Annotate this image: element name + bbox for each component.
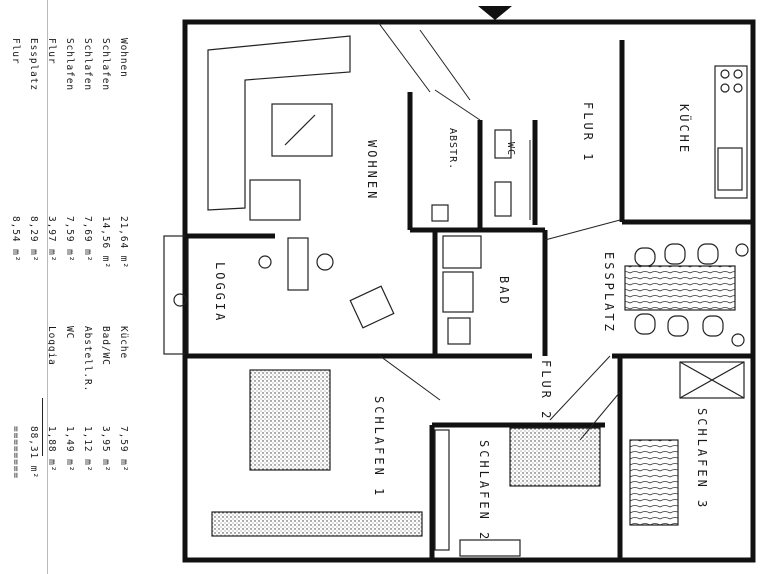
sofa xyxy=(207,35,351,211)
legend-name: Loggia xyxy=(46,326,57,366)
desk xyxy=(287,237,309,291)
coffee-table xyxy=(271,103,333,157)
room-label-schlafen3: SCHLAFEN 3 xyxy=(695,408,709,510)
room-label-wohnen: WOHNEN xyxy=(365,140,379,201)
wardrobe xyxy=(679,361,745,399)
stove-burner-icon xyxy=(733,83,743,93)
legend-area: 3,97 m² xyxy=(46,216,57,263)
dining-table xyxy=(624,265,736,311)
total-rule xyxy=(42,398,43,456)
plant-icon xyxy=(173,293,187,307)
legend-area: 21,64 m² xyxy=(118,216,129,269)
door xyxy=(377,21,431,93)
legend-area: 14,56 m² xyxy=(100,216,111,269)
plant-icon xyxy=(258,255,272,269)
room-label-schlafen1: SCHLAFEN 1 xyxy=(372,396,386,498)
loggia-rail xyxy=(163,235,189,355)
room-label-kueche: KÜCHE xyxy=(677,104,693,155)
entrance-arrow-icon xyxy=(478,6,512,20)
legend-area: 7,59 m² xyxy=(64,216,75,263)
kitchen-counter xyxy=(714,65,748,199)
wc-toilet xyxy=(494,181,512,217)
bed xyxy=(629,439,679,526)
floor-plan: WOHNEN LOGGIA ABSTR. WC FLUR 1 KÜCHE BAD… xyxy=(163,6,756,563)
room-label-bad: BAD xyxy=(497,276,511,307)
legend-area: 1,49 m² xyxy=(64,426,75,473)
door xyxy=(434,89,481,121)
room-label-flur2: FLUR 2 xyxy=(539,360,553,421)
room-label-loggia: LOGGIA xyxy=(213,262,227,323)
armchair xyxy=(349,285,395,329)
legend-row-6: Flur 8,54 m² ======== xyxy=(8,38,22,568)
sink xyxy=(717,147,743,191)
legend-name: Schlafen xyxy=(100,38,111,91)
stool xyxy=(316,253,334,271)
door xyxy=(419,29,471,101)
legend-name: Schlafen xyxy=(64,38,75,91)
legend-total-underline: ======== xyxy=(10,426,21,479)
double-bed xyxy=(249,369,331,471)
wardrobe xyxy=(434,429,450,551)
legend-area: 8,29 m² xyxy=(28,216,39,263)
legend-name: Flur xyxy=(46,38,57,65)
legend-area: 1,88 m² xyxy=(46,426,57,473)
legend-area: 7,59 m² xyxy=(118,426,129,473)
legend-name: Bad/WC xyxy=(100,326,111,366)
door xyxy=(549,355,611,421)
washbasin xyxy=(442,271,474,313)
room-label-essplatz: ESSPLATZ xyxy=(602,252,616,334)
legend-divider xyxy=(47,0,48,574)
door xyxy=(544,219,621,241)
chair xyxy=(634,247,656,267)
room-label-abstr: ABSTR. xyxy=(447,128,458,170)
legend-row-2: Schlafen 7,69 m² Abstell.R. 1,12 m² xyxy=(80,38,94,568)
chair xyxy=(667,315,689,337)
legend-row-5: Essplatz 8,29 m² 88,31 m² xyxy=(26,38,40,568)
glass-icon xyxy=(284,114,316,146)
legend-area: 3,95 m² xyxy=(100,426,111,473)
stove-burner-icon xyxy=(720,83,730,93)
door xyxy=(379,355,441,401)
toilet xyxy=(447,317,471,345)
chair xyxy=(634,313,656,335)
cabinet xyxy=(431,204,449,222)
legend-area: 7,69 m² xyxy=(82,216,93,263)
legend-row-0: Wohnen 21,64 m² Küche 7,59 m² xyxy=(116,38,130,568)
window xyxy=(459,539,521,557)
legend-row-3: Schlafen 7,59 m² WC 1,49 m² xyxy=(62,38,76,568)
outer-wall xyxy=(182,19,756,563)
legend-row-4: Flur 3,97 m² Loggia 1,88 m² xyxy=(44,38,58,568)
plant-icon xyxy=(731,333,745,347)
sofa xyxy=(249,179,301,221)
legend-area: 1,12 m² xyxy=(82,426,93,473)
chair xyxy=(664,243,686,265)
legend-name: Abstell.R. xyxy=(82,326,93,393)
bed xyxy=(509,427,601,487)
legend-row-1: Schlafen 14,56 m² Bad/WC 3,95 m² xyxy=(98,38,112,568)
stove-burner-icon xyxy=(720,69,730,79)
room-label-flur1: FLUR 1 xyxy=(581,102,595,163)
bed xyxy=(211,511,423,537)
plant-icon xyxy=(735,243,749,257)
legend-name: Küche xyxy=(118,326,129,360)
legend-name: Wohnen xyxy=(118,38,129,78)
bathtub xyxy=(442,235,482,269)
legend-name: Schlafen xyxy=(82,38,93,91)
legend-name: WC xyxy=(64,326,75,340)
legend-total: 88,31 m² xyxy=(28,426,39,479)
chair xyxy=(697,243,719,265)
area-legend: Wohnen 21,64 m² Küche 7,59 m² Schlafen 1… xyxy=(0,0,150,574)
legend-area: 8,54 m² xyxy=(10,216,21,263)
legend-name: Flur xyxy=(10,38,21,65)
room-label-schlafen2: SCHLAFEN 2 xyxy=(477,440,491,542)
wardrobe xyxy=(679,361,745,399)
wc-basin xyxy=(494,129,512,159)
room-label-wc: WC xyxy=(505,142,516,156)
chair xyxy=(702,315,724,337)
legend-name: Essplatz xyxy=(28,38,39,91)
stove-burner-icon xyxy=(733,69,743,79)
